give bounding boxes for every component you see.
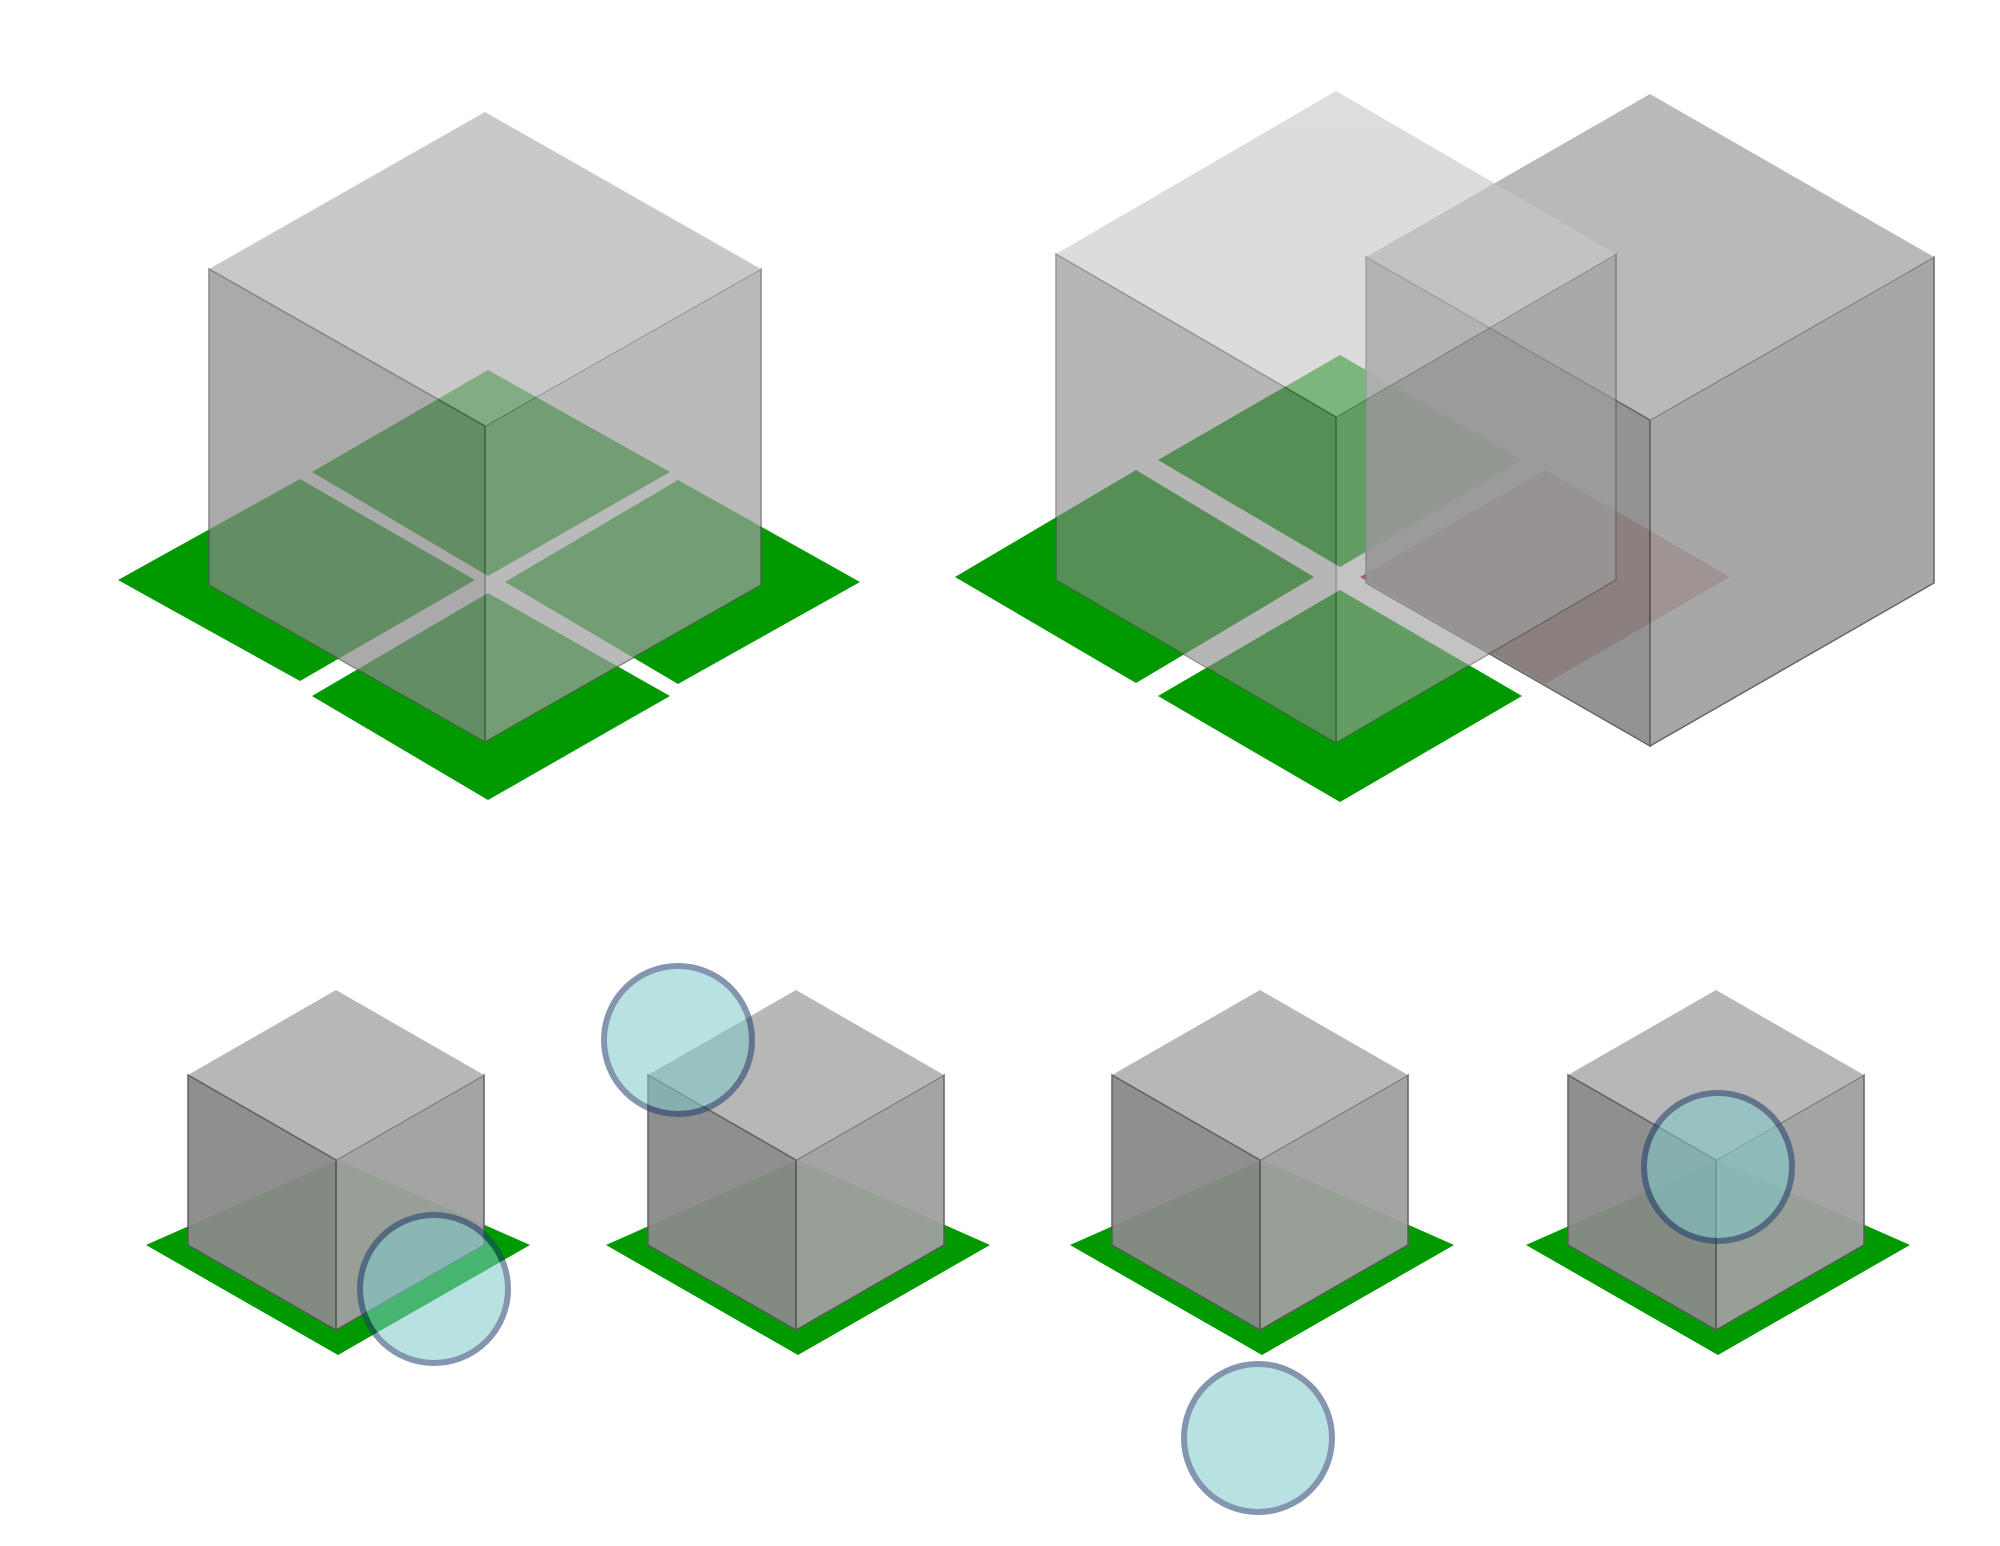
scene-sphere-inside [1526,990,1910,1355]
cube-edge [1055,253,1337,418]
sphere [1641,1090,1795,1244]
sphere [1181,1361,1335,1515]
scene-sphere-top-left [601,963,990,1355]
large-cube [208,112,762,744]
cube-edge [187,1074,337,1161]
scene-sphere-front-right [146,990,530,1366]
small-cube [1111,990,1409,1332]
scene-cube-only [1070,990,1454,1355]
cube-edge [1111,1074,1261,1161]
sphere [357,1212,511,1366]
scene-sphere-below [1181,1361,1335,1515]
left-cube [1055,91,1617,745]
sphere [601,963,755,1117]
scene-single-cube-over-four-tiles [118,112,860,800]
scene-two-overlapping-cubes [955,91,1935,802]
cube-edge [208,268,486,427]
